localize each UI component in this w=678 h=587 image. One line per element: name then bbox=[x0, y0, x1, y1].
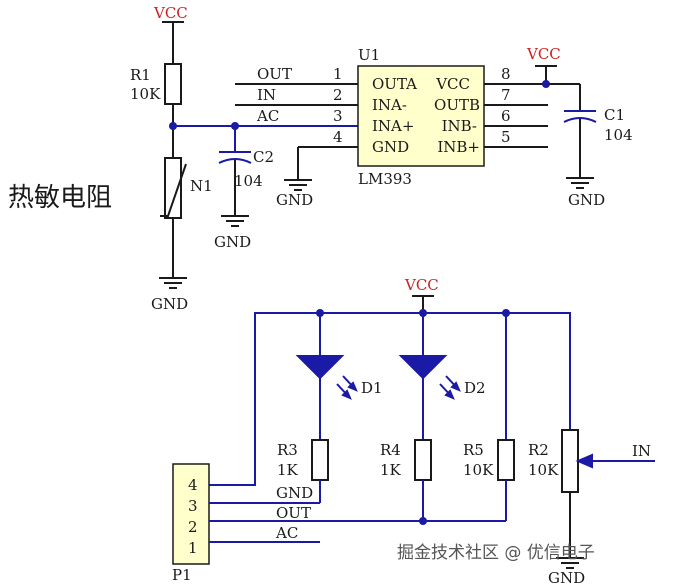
wire-vcc-rail bbox=[209, 312, 571, 486]
d2-ref: D2 bbox=[464, 379, 486, 397]
connector-p1: 4 3 2 1 P1 GND OUT AC bbox=[172, 463, 506, 584]
r5-ref: R5 bbox=[463, 441, 484, 459]
r1-value: 10K bbox=[130, 85, 161, 103]
junction-r1-n1 bbox=[169, 122, 177, 130]
gnd-label-c2: GND bbox=[214, 233, 251, 251]
led-d1-triangle bbox=[295, 355, 345, 380]
r3-ref: R3 bbox=[277, 441, 298, 459]
u1-ref: U1 bbox=[358, 46, 380, 64]
u1-pin-num-3: 3 bbox=[333, 107, 343, 125]
net-label-ac-top: AC bbox=[256, 107, 279, 125]
c2-ref: C2 bbox=[253, 148, 274, 166]
u1-pin-num-5: 5 bbox=[501, 128, 511, 146]
potentiometer-r2: R2 10K IN GND bbox=[528, 429, 655, 587]
p1-body bbox=[172, 463, 210, 565]
u1-pin-outb: OUTB bbox=[434, 96, 480, 114]
junction-vcc-u1 bbox=[542, 80, 550, 88]
capacitor-c1-branch: C1 104 GND bbox=[563, 84, 633, 209]
watermark: 掘金技术社区 @ 优信电子 bbox=[397, 543, 595, 563]
gnd-label-c1: GND bbox=[568, 191, 605, 209]
led-d2-ray-1-head bbox=[450, 381, 461, 392]
p1-pin-1: 1 bbox=[188, 539, 198, 557]
r3-value: 1K bbox=[277, 461, 299, 479]
u1-pin-vcc: VCC bbox=[435, 75, 470, 93]
gnd-symbol-c1 bbox=[565, 167, 595, 189]
p1-pin-4: 4 bbox=[188, 476, 198, 494]
r1-ref: R1 bbox=[130, 66, 151, 84]
vcc-label-r1: VCC bbox=[153, 4, 188, 22]
resistor-r5 bbox=[497, 439, 515, 481]
u1-pin-num-8: 8 bbox=[501, 65, 511, 83]
thermistor-slash bbox=[160, 163, 187, 217]
resistor-r3 bbox=[311, 439, 329, 481]
u1-pin-num-1: 1 bbox=[333, 65, 343, 83]
led-d1-ray-1-head bbox=[347, 381, 358, 392]
c1-value: 104 bbox=[604, 126, 633, 144]
led-d2-ray-2-head bbox=[444, 389, 455, 400]
r2-ref: R2 bbox=[528, 441, 549, 459]
net-label-ac-p1: AC bbox=[275, 524, 298, 542]
gnd-label-n1: GND bbox=[151, 295, 188, 313]
u1-pin-ina-minus: INA- bbox=[372, 96, 407, 114]
net-label-in-top: IN bbox=[257, 86, 276, 104]
n1-ref: N1 bbox=[190, 177, 213, 195]
gnd-symbol-n1 bbox=[158, 267, 188, 289]
vcc-label-u1: VCC bbox=[526, 45, 561, 63]
u1-pin-num-4: 4 bbox=[333, 128, 343, 146]
c2-value: 104 bbox=[234, 172, 263, 190]
resistor-r4 bbox=[414, 439, 432, 481]
r4-ref: R4 bbox=[380, 441, 401, 459]
p1-ref: P1 bbox=[172, 566, 192, 584]
gnd-symbol-u1 bbox=[283, 169, 313, 191]
gnd-symbol-c2 bbox=[220, 205, 250, 227]
u1-pin-inb-minus: INB- bbox=[442, 117, 477, 135]
u1-pin-outa: OUTA bbox=[372, 75, 417, 93]
c1-ref: C1 bbox=[604, 106, 625, 124]
r4-value: 1K bbox=[380, 461, 402, 479]
r2-wiper-arrow bbox=[575, 453, 593, 469]
u1-pin-gnd: GND bbox=[372, 138, 409, 156]
r1-thermistor-branch: VCC R1 10K N1 热敏电阻 GND bbox=[8, 4, 213, 313]
resistor-r1 bbox=[164, 63, 182, 105]
d1-ref: D1 bbox=[361, 379, 383, 397]
ic-u1-lm393: GND OUT IN AC 1 2 3 4 U1 LM393 OUTA INA-… bbox=[235, 45, 580, 209]
gnd-label-r2: GND bbox=[548, 569, 585, 587]
r5-value: 10K bbox=[463, 461, 494, 479]
net-label-in-bottom: IN bbox=[632, 442, 651, 460]
r2-value: 10K bbox=[528, 461, 559, 479]
thermistor-label: 热敏电阻 bbox=[8, 183, 112, 213]
u1-part: LM393 bbox=[358, 170, 412, 188]
vcc-label-bottom: VCC bbox=[404, 276, 439, 294]
p1-pin-3: 3 bbox=[188, 497, 198, 515]
led-d1: D1 bbox=[295, 313, 383, 440]
led-d2-triangle bbox=[398, 355, 448, 380]
net-label-out-p1: OUT bbox=[276, 504, 311, 522]
capacitor-c2-plate-bottom bbox=[218, 158, 252, 164]
net-label-gnd-p1: GND bbox=[276, 484, 313, 502]
led-d1-ray-2-head bbox=[341, 389, 352, 400]
u1-pin-inb-plus: INB+ bbox=[437, 138, 480, 156]
u1-body bbox=[357, 65, 485, 167]
capacitor-c2-branch: C2 104 GND bbox=[214, 126, 274, 251]
u1-pin-num-7: 7 bbox=[501, 86, 511, 104]
u1-pin-num-2: 2 bbox=[333, 86, 343, 104]
u1-pin-ina-plus: INA+ bbox=[372, 117, 414, 135]
capacitor-c1-plate-bottom bbox=[563, 117, 597, 123]
u1-pin-num-6: 6 bbox=[501, 107, 511, 125]
p1-pin-2: 2 bbox=[188, 518, 198, 536]
gnd-label-u1: GND bbox=[276, 191, 313, 209]
net-label-out-top: OUT bbox=[257, 65, 292, 83]
led-d2: D2 bbox=[398, 313, 486, 440]
